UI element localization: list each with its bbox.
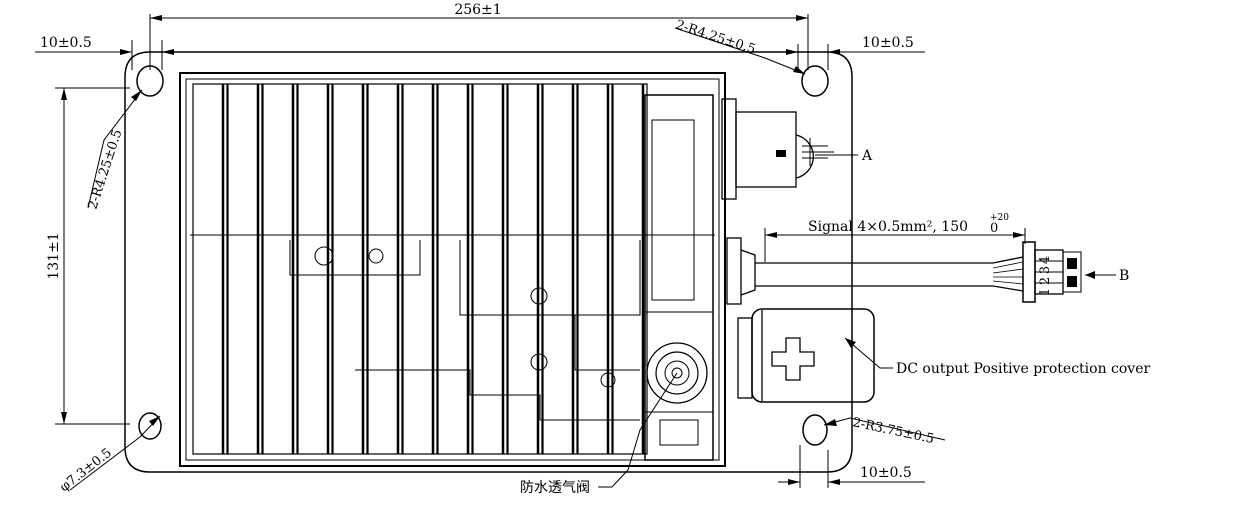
signal-label: Signal 4×0.5mm², 150 (808, 219, 968, 235)
heatsink-fin (192, 83, 228, 455)
callout-a: A (861, 148, 873, 164)
bottom-right-hole-offset: 10±0.5 (860, 465, 912, 481)
pin-label: 4 (1038, 256, 1053, 264)
heatsink-fin (297, 83, 333, 455)
dc-protection-cover (737, 308, 875, 403)
bottom-right-radius: 2-R3.75±0.5 (851, 415, 935, 447)
heatsink-body (179, 72, 726, 467)
left-radius: 2-R4.25±0.5 (86, 128, 126, 212)
vent-valve (646, 342, 708, 404)
heatsink-fin (612, 83, 648, 455)
callout-dc-cover: DC output Positive protection cover (896, 361, 1151, 377)
signal-tol-lower: 0 (990, 221, 998, 236)
heatsink-fin (472, 83, 508, 455)
leader-vent (598, 372, 678, 488)
mounting-hole-bottom-right (802, 414, 828, 446)
connector-a (721, 98, 834, 200)
hole-diameter: φ7.3±0.5 (57, 446, 115, 496)
pin-label: 3 (1038, 266, 1053, 274)
top-right-hole-offset: 10±0.5 (862, 35, 914, 51)
height-dimension: 131±1 (46, 232, 62, 279)
callout-vent-valve: 防水透气阀 (520, 480, 590, 496)
mounting-hole-bottom-left (138, 412, 162, 440)
plus-icon (771, 337, 815, 381)
heatsink-fin (402, 83, 438, 455)
heatsink-fin (542, 83, 578, 455)
heatsink-fin (437, 83, 473, 455)
heatsink-fin (367, 83, 403, 455)
base-plate-outline (124, 51, 853, 473)
width-dimension: 256±1 (454, 2, 501, 18)
heatsink-fin (262, 83, 298, 455)
leader-b-arrow (1085, 271, 1095, 279)
mounting-hole-top-right (801, 65, 829, 97)
signal-prefix: Signal 4×0.5mm², 150 (808, 219, 968, 235)
left-hole-offset: 10±0.5 (40, 35, 92, 51)
signal-tol-upper: +20 (990, 213, 1009, 223)
heatsink-fin (577, 83, 613, 455)
callout-b: B (1119, 268, 1129, 284)
pin-label: 2 (1038, 277, 1053, 285)
connector-b: 4 3 2 1 (1022, 241, 1082, 303)
heatsink-fin (507, 83, 543, 455)
pin-label: 1 (1038, 288, 1053, 296)
heatsink-fin (332, 83, 368, 455)
leader-dc (844, 337, 893, 369)
heatsink-fin (227, 83, 263, 455)
signal-cable (726, 237, 1024, 305)
